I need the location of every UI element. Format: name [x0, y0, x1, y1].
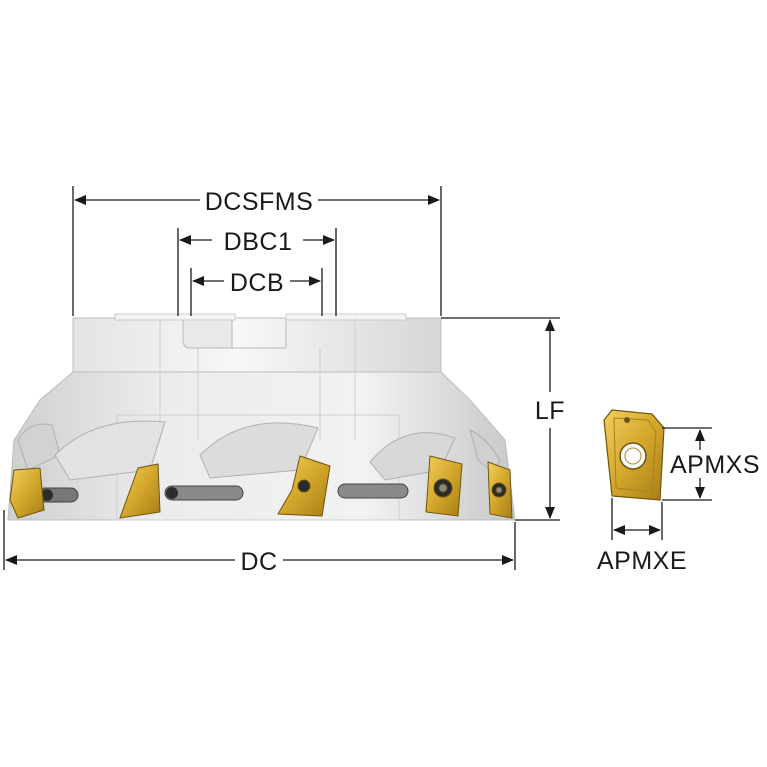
chip-pockets — [17, 420, 501, 481]
dimension-lines — [3, 186, 712, 570]
label-dbc1: DBC1 — [224, 228, 293, 256]
hub-top-face — [114, 313, 236, 321]
label-dcsfms: DCSFMS — [205, 188, 314, 216]
label-dc: DC — [240, 548, 277, 576]
label-lf: LF — [535, 397, 565, 425]
clamp-screws — [37, 483, 409, 503]
milling-cutter-body — [7, 313, 516, 521]
indexable-insert — [603, 409, 665, 501]
drive-slot-floor — [232, 318, 287, 349]
label-apmxe: APMXE — [597, 547, 687, 575]
insert-chipbreaker — [613, 417, 657, 493]
insert-2 — [119, 463, 161, 519]
insert-1 — [9, 467, 45, 519]
label-dcb: DCB — [230, 269, 284, 297]
label-apmxs: APMXS — [670, 451, 760, 479]
drive-slot-left — [182, 317, 233, 349]
hub-top-face-right — [285, 313, 407, 321]
cutter-hub — [72, 317, 442, 373]
cutter-inserts — [9, 455, 513, 519]
insert-mark-icon — [624, 417, 630, 423]
